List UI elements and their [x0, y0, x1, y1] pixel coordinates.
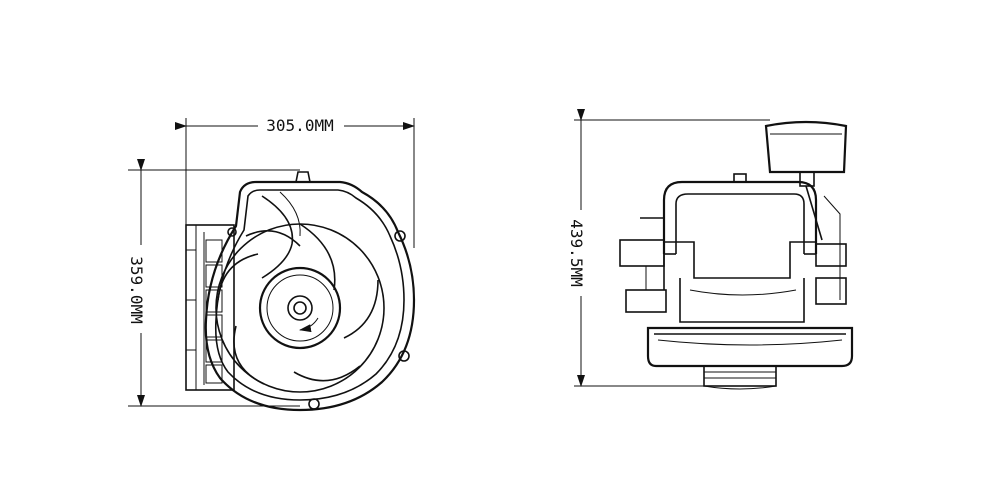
front-view: 305.0MM 359.0MM — [127, 114, 416, 412]
heatsink-block — [185, 224, 235, 391]
pulley — [703, 365, 777, 390]
side-height-dimension-label: 439.5MM — [567, 219, 586, 286]
height-dimension-label: 359.0MM — [127, 256, 146, 323]
side-brackets — [619, 195, 847, 313]
side-height-dimension: 439.5MM — [567, 109, 770, 387]
motor-body — [679, 278, 805, 323]
width-dimension-label: 305.0MM — [266, 116, 333, 135]
top-cup — [764, 120, 848, 241]
handle-frame — [662, 173, 818, 279]
width-dimension: 305.0MM — [175, 114, 415, 248]
base-tray — [646, 326, 854, 368]
fan-impeller — [215, 223, 385, 393]
volute-housing — [204, 171, 416, 412]
side-view: 439.5MM — [567, 109, 854, 390]
height-dimension: 359.0MM — [127, 159, 300, 407]
